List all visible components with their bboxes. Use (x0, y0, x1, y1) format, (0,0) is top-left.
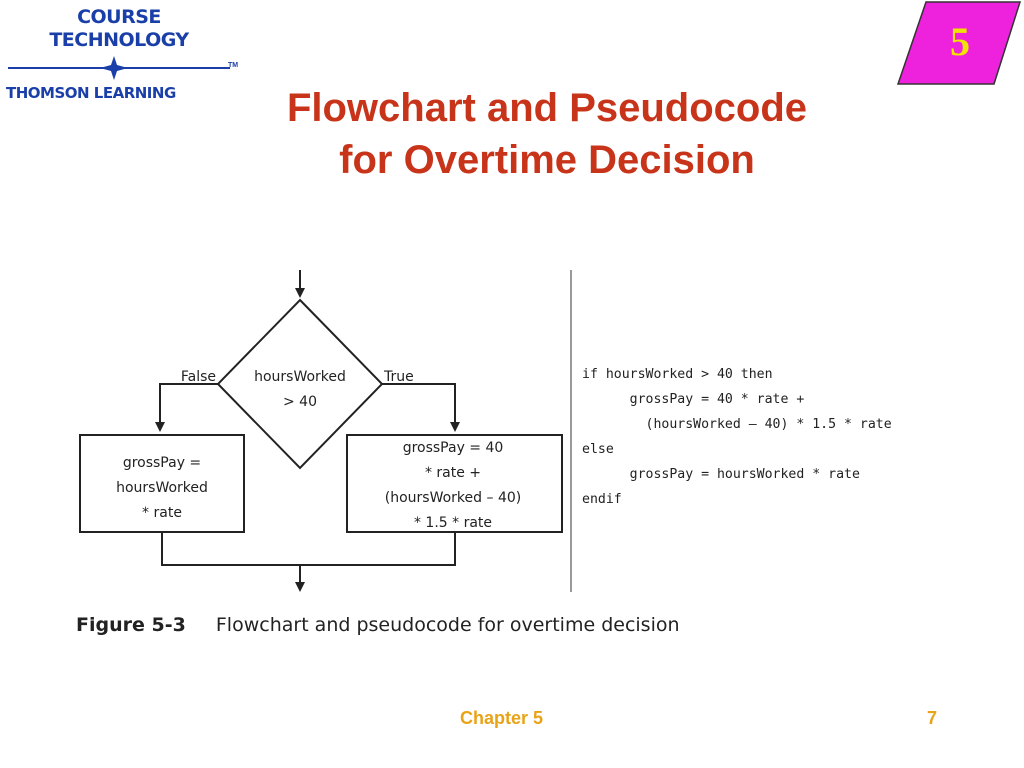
figure-caption-text: Flowchart and pseudocode for overtime de… (215, 614, 680, 636)
false-box-line-3: * rate (142, 505, 182, 521)
figure-number: Figure 5-3 (76, 614, 186, 636)
decision-text-line-2: > 40 (283, 394, 317, 410)
figure-caption: Figure 5-3 Flowchart and pseudocode for … (76, 614, 680, 636)
footer-chapter-label: Chapter 5 (460, 708, 544, 728)
logo-line-technology: TECHNOLOGY (49, 29, 189, 51)
true-label: True (383, 369, 414, 385)
merge-connector (161, 532, 456, 566)
true-box-line-4: * 1.5 * rate (414, 515, 492, 531)
logo-line-course: COURSE (77, 6, 161, 28)
pseudocode-line: else (582, 442, 614, 457)
pseudocode-line: grossPay = 40 * rate + (582, 392, 805, 407)
false-label: False (181, 369, 216, 385)
logo-trademark: TM (228, 62, 239, 69)
true-box-line-1: grossPay = 40 (403, 440, 504, 456)
pseudocode-line: (hoursWorked – 40) * 1.5 * rate (582, 417, 892, 432)
chapter-badge (896, 1, 1022, 85)
false-branch-arrow (155, 383, 218, 432)
decision-diamond (216, 298, 384, 470)
pseudocode-block: if hoursWorked > 40 then grossPay = 40 *… (582, 362, 892, 512)
false-box-line-1: grossPay = (123, 455, 201, 471)
true-box-line-3: (hoursWorked – 40) (385, 490, 521, 506)
true-box-line-2: * rate + (425, 465, 481, 481)
slide-title: Flowchart and Pseudocode for Overtime De… (200, 82, 894, 186)
slide-title-line-2: for Overtime Decision (339, 138, 755, 182)
pseudocode-line: if hoursWorked > 40 then (582, 367, 773, 382)
slide-title-line-1: Flowchart and Pseudocode (286, 86, 808, 130)
pseudocode-line: endif (582, 492, 622, 507)
chapter-badge-number: 5 (950, 19, 970, 64)
false-process-box (79, 434, 245, 533)
decision-text-line-1: hoursWorked (254, 369, 346, 385)
publisher-logo: COURSE TECHNOLOGY TM THOMSON LEARNING (4, 4, 244, 104)
footer-page-number: 7 (926, 708, 937, 728)
false-box-line-2: hoursWorked (116, 480, 208, 496)
logo-star-rule (8, 56, 230, 80)
logo-line-thomson: THOMSON LEARNING (6, 84, 176, 102)
true-branch-arrow (382, 383, 460, 432)
pseudocode-line: grossPay = hoursWorked * rate (582, 467, 860, 482)
true-process-box (346, 434, 563, 533)
